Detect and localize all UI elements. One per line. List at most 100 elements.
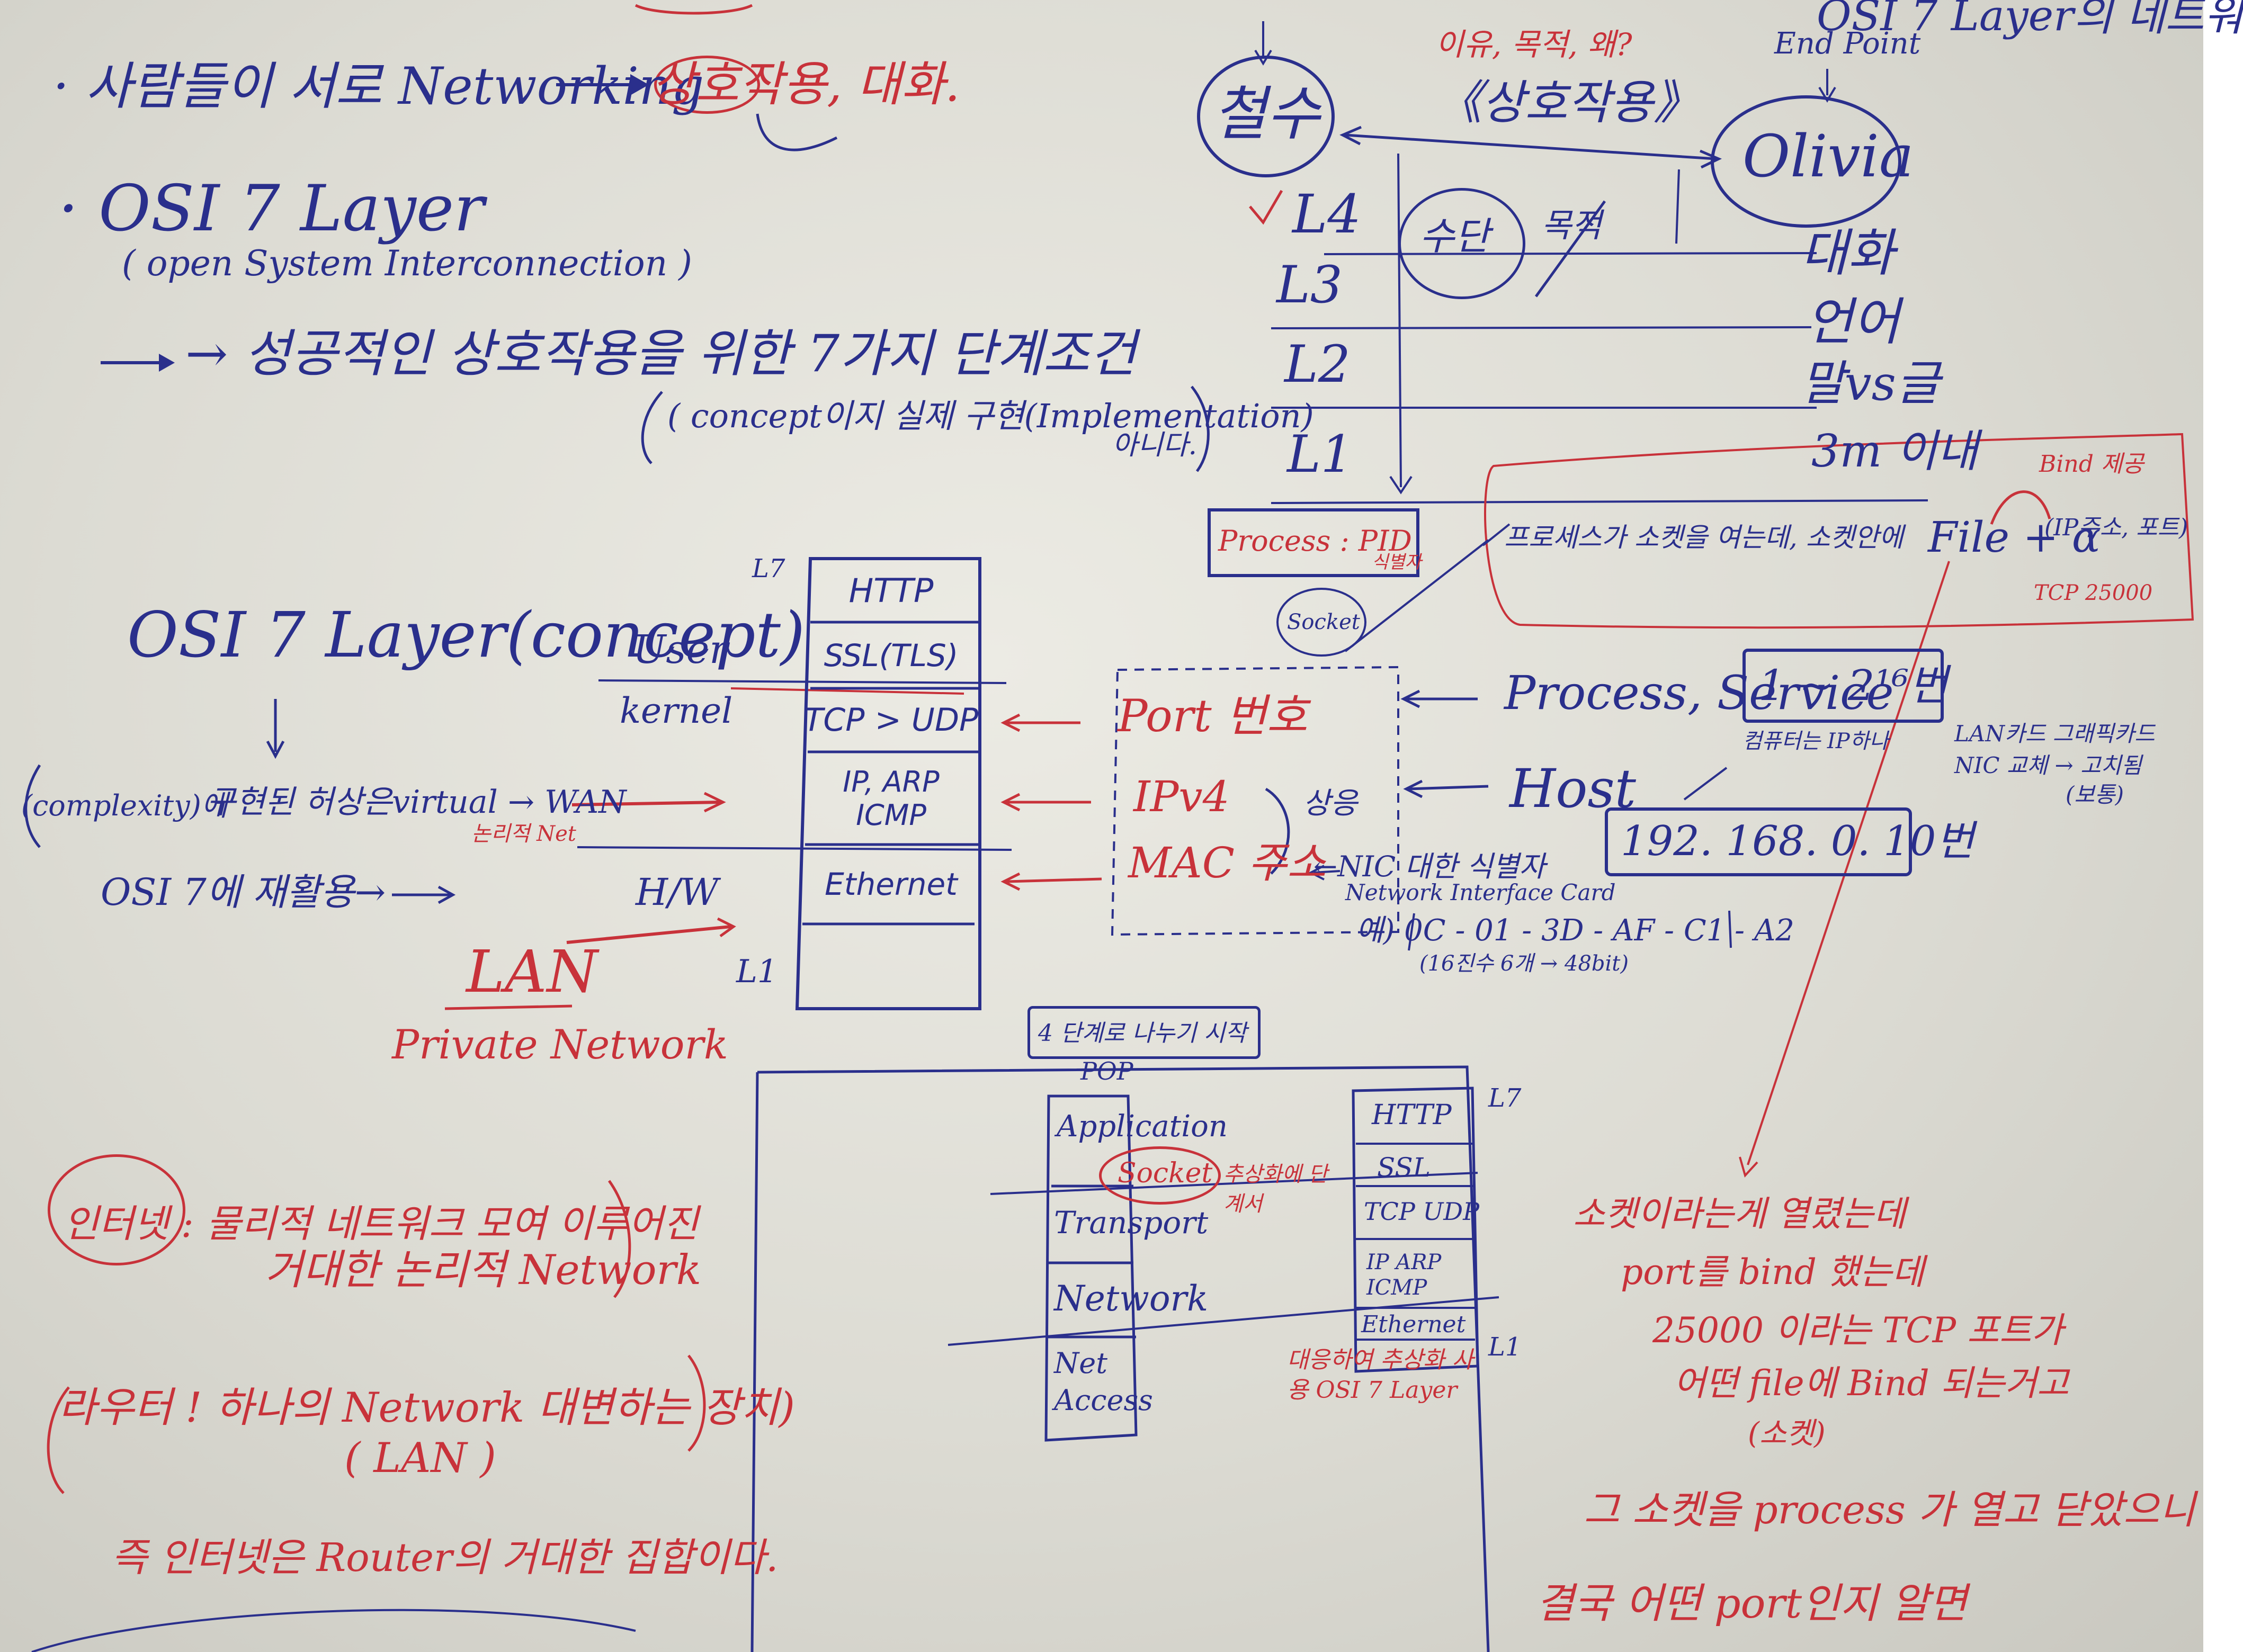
socket-note-text: 추상화에 단계서: [1223, 1162, 1328, 1216]
concept-note: ( concept이지 실제 구현(Implementation): [667, 397, 1314, 435]
top-right-heading: OSI 7 Layer의 네트워: [1817, 0, 2243, 40]
socket-text: Socket: [1287, 610, 1360, 634]
router-definition-2: ( LAN ): [344, 1434, 496, 1482]
kernel-label: kernel: [620, 690, 733, 731]
process-pid-text: Process : PID: [1218, 524, 1412, 558]
port-range-note: 컴퓨터는 IP하나: [1742, 729, 1889, 753]
layer-l2: L2: [1284, 335, 1351, 394]
socket-text-2: port를 bind 했는데: [1621, 1252, 1925, 1292]
stack2-http: HTTP: [1372, 1099, 1452, 1131]
stack2-ethernet: Ethernet: [1361, 1311, 1466, 1338]
line1-text: · 사람들이 서로 Networking: [53, 57, 704, 116]
stack1-layer-tcp: TCP > UDP: [803, 702, 979, 739]
socket-circle-bottom: [1099, 1146, 1221, 1205]
router-definition: 라우터 ! 하나의 Network 대변하는 장치): [58, 1384, 795, 1432]
conversation-text: 대화: [1801, 223, 1895, 283]
mac-note-text: (16진수 6개 → 48bit): [1419, 951, 1629, 976]
stack2-bottom-label: L1: [1488, 1332, 1522, 1362]
means-text: 수단: [1419, 214, 1490, 258]
osi-concept-title: OSI 7 Layer(concept): [127, 598, 805, 671]
stack1-layer-ssl: SSL(TLS): [824, 637, 959, 674]
stack1-top-label: L7: [752, 554, 785, 583]
layer-l4: L4: [1292, 183, 1362, 245]
virtual-wan-text: 구현된 허상은virtual → WAN: [207, 784, 627, 821]
nic-full-text: Network Interface Card: [1345, 879, 1616, 905]
layer-l3: L3: [1276, 255, 1343, 315]
internet-definition-2: 거대한 논리적 Network: [265, 1246, 702, 1294]
stack1-layer-http: HTTP: [848, 571, 934, 610]
layer-l1: L1: [1287, 425, 1353, 484]
lan-text: LAN: [466, 938, 598, 1005]
olivia-circle: [1711, 95, 1901, 228]
nic-identifier-text: ←NIC 대한 식별자: [1313, 850, 1545, 883]
osi-desc: → 성공적인 상호작용을 위한 7가지 단계조건: [185, 324, 1137, 383]
nic-note-3: (보통): [2066, 782, 2124, 807]
nic-note-2: NIC 교체 → 고치됨: [1954, 752, 2142, 778]
four-layers-text: 4 단계로 나누기 시작: [1038, 1020, 1247, 1047]
file-alpha-text: File + α: [1928, 513, 2101, 562]
stack1: HTTP SSL(TLS) TCP > UDP IP, ARP ICMP Eth…: [802, 559, 980, 1009]
interaction-text: 《상호작용》: [1435, 75, 1700, 130]
host-text: Host: [1509, 758, 1636, 820]
process-pid-sub: 식별자: [1372, 552, 1422, 573]
user-label: User: [633, 627, 728, 672]
tcpip-net-access: Net Access: [1054, 1346, 1153, 1417]
socket-text-5: (소켓): [1748, 1416, 1826, 1451]
mac-address-label: MAC 주소: [1128, 838, 1326, 887]
mac-example-text: 예) 0C - 01 - 3D - AF - C1 - A2: [1356, 913, 1794, 948]
why-text: 이유, 목적, 왜?: [1435, 26, 1632, 62]
osi-title: · OSI 7 Layer: [58, 172, 485, 246]
stack2-tcp-udp: TCP UDP: [1364, 1197, 1480, 1226]
complexity-text: (complexity)에: [21, 789, 228, 822]
port-range-box: [1742, 649, 1944, 723]
stack2-note: 대응하여 추상화 사용 OSI 7 Layer: [1287, 1346, 1473, 1404]
socket-text-1: 소켓이라는게 열렸는데: [1573, 1193, 1906, 1234]
bind-text: Bind 제공: [2039, 451, 2144, 478]
stack2-ssl: SSL: [1377, 1152, 1431, 1183]
stack1-layer-ethernet: Ethernet: [825, 866, 958, 902]
tcpip-network: Network: [1054, 1278, 1209, 1319]
socket-text-4: 어떤 file에 Bind 되는거고: [1674, 1363, 2069, 1404]
process-service-text: Process, Service: [1504, 666, 1894, 720]
socket-text-3: 25000 이라는 TCP 포트가: [1652, 1310, 2064, 1351]
ip-example-box: [1605, 807, 1912, 876]
port-number-label: Port 번호: [1118, 690, 1308, 742]
tcpip-application: Application: [1057, 1109, 1228, 1144]
router-final: 즉 인터넷은 Router의 거대한 집합이다.: [111, 1535, 779, 1581]
port-range-text: 1 ~ 2¹⁶번: [1758, 661, 1948, 710]
olivia-text: Olivia: [1742, 122, 1914, 190]
private-network-text: Private Network: [392, 1021, 728, 1068]
socket-text-6: 그 소켓을 process 가 열고 닫았으니: [1584, 1487, 2195, 1533]
osi-use-text: OSI 7에 재활용→: [101, 870, 386, 914]
interaction-circle: [654, 56, 760, 114]
distance-text: 3m 이내: [1811, 425, 1978, 477]
wan-sub-text: 논리적 Net: [471, 822, 576, 846]
four-layers-box: [1027, 1006, 1261, 1059]
ip-port-text: (IP주소, 포트): [2044, 514, 2188, 541]
internet-definition: 인터넷 : 물리적 네트워크 모여 이루어진: [64, 1201, 699, 1246]
socket-text-7: 결국 어떤 port인지 알면: [1536, 1580, 1967, 1628]
osi-full-name: ( open System Interconnection ): [122, 243, 692, 284]
ip-example-text: 192. 168. 0. 10번: [1621, 818, 1974, 865]
stack1-layer-ip: IP, ARP ICMP: [843, 765, 940, 832]
nic-note: LAN카드 그래픽카드: [1954, 721, 2155, 747]
stack1-layer-empty: [802, 924, 980, 1009]
means-circle: [1398, 188, 1525, 299]
socket-bottom-text: Socket: [1118, 1157, 1213, 1189]
chulsu-text: 철수: [1213, 80, 1320, 148]
speech-vs-writing-text: 말vs글: [1801, 356, 1940, 411]
chulsu-circle: [1197, 56, 1335, 177]
correspond-label: 상응: [1303, 786, 1358, 821]
process-pid-box: [1208, 508, 1419, 577]
ipv4-label: IPv4: [1133, 772, 1230, 821]
pop-text: POP: [1080, 1057, 1133, 1085]
stack2-top-label: L7: [1488, 1083, 1522, 1113]
stack2-ip-arp: IP ARP ICMP: [1366, 1250, 1442, 1300]
language-text: 언어: [1806, 292, 1900, 352]
hw-label: H/W: [636, 870, 719, 914]
purpose-text: 목적: [1541, 206, 1602, 245]
tcp-port-text: TCP 25000: [2034, 581, 2153, 605]
process-note: 프로세스가 소켓을 여는데, 소켓안에: [1504, 522, 1904, 553]
